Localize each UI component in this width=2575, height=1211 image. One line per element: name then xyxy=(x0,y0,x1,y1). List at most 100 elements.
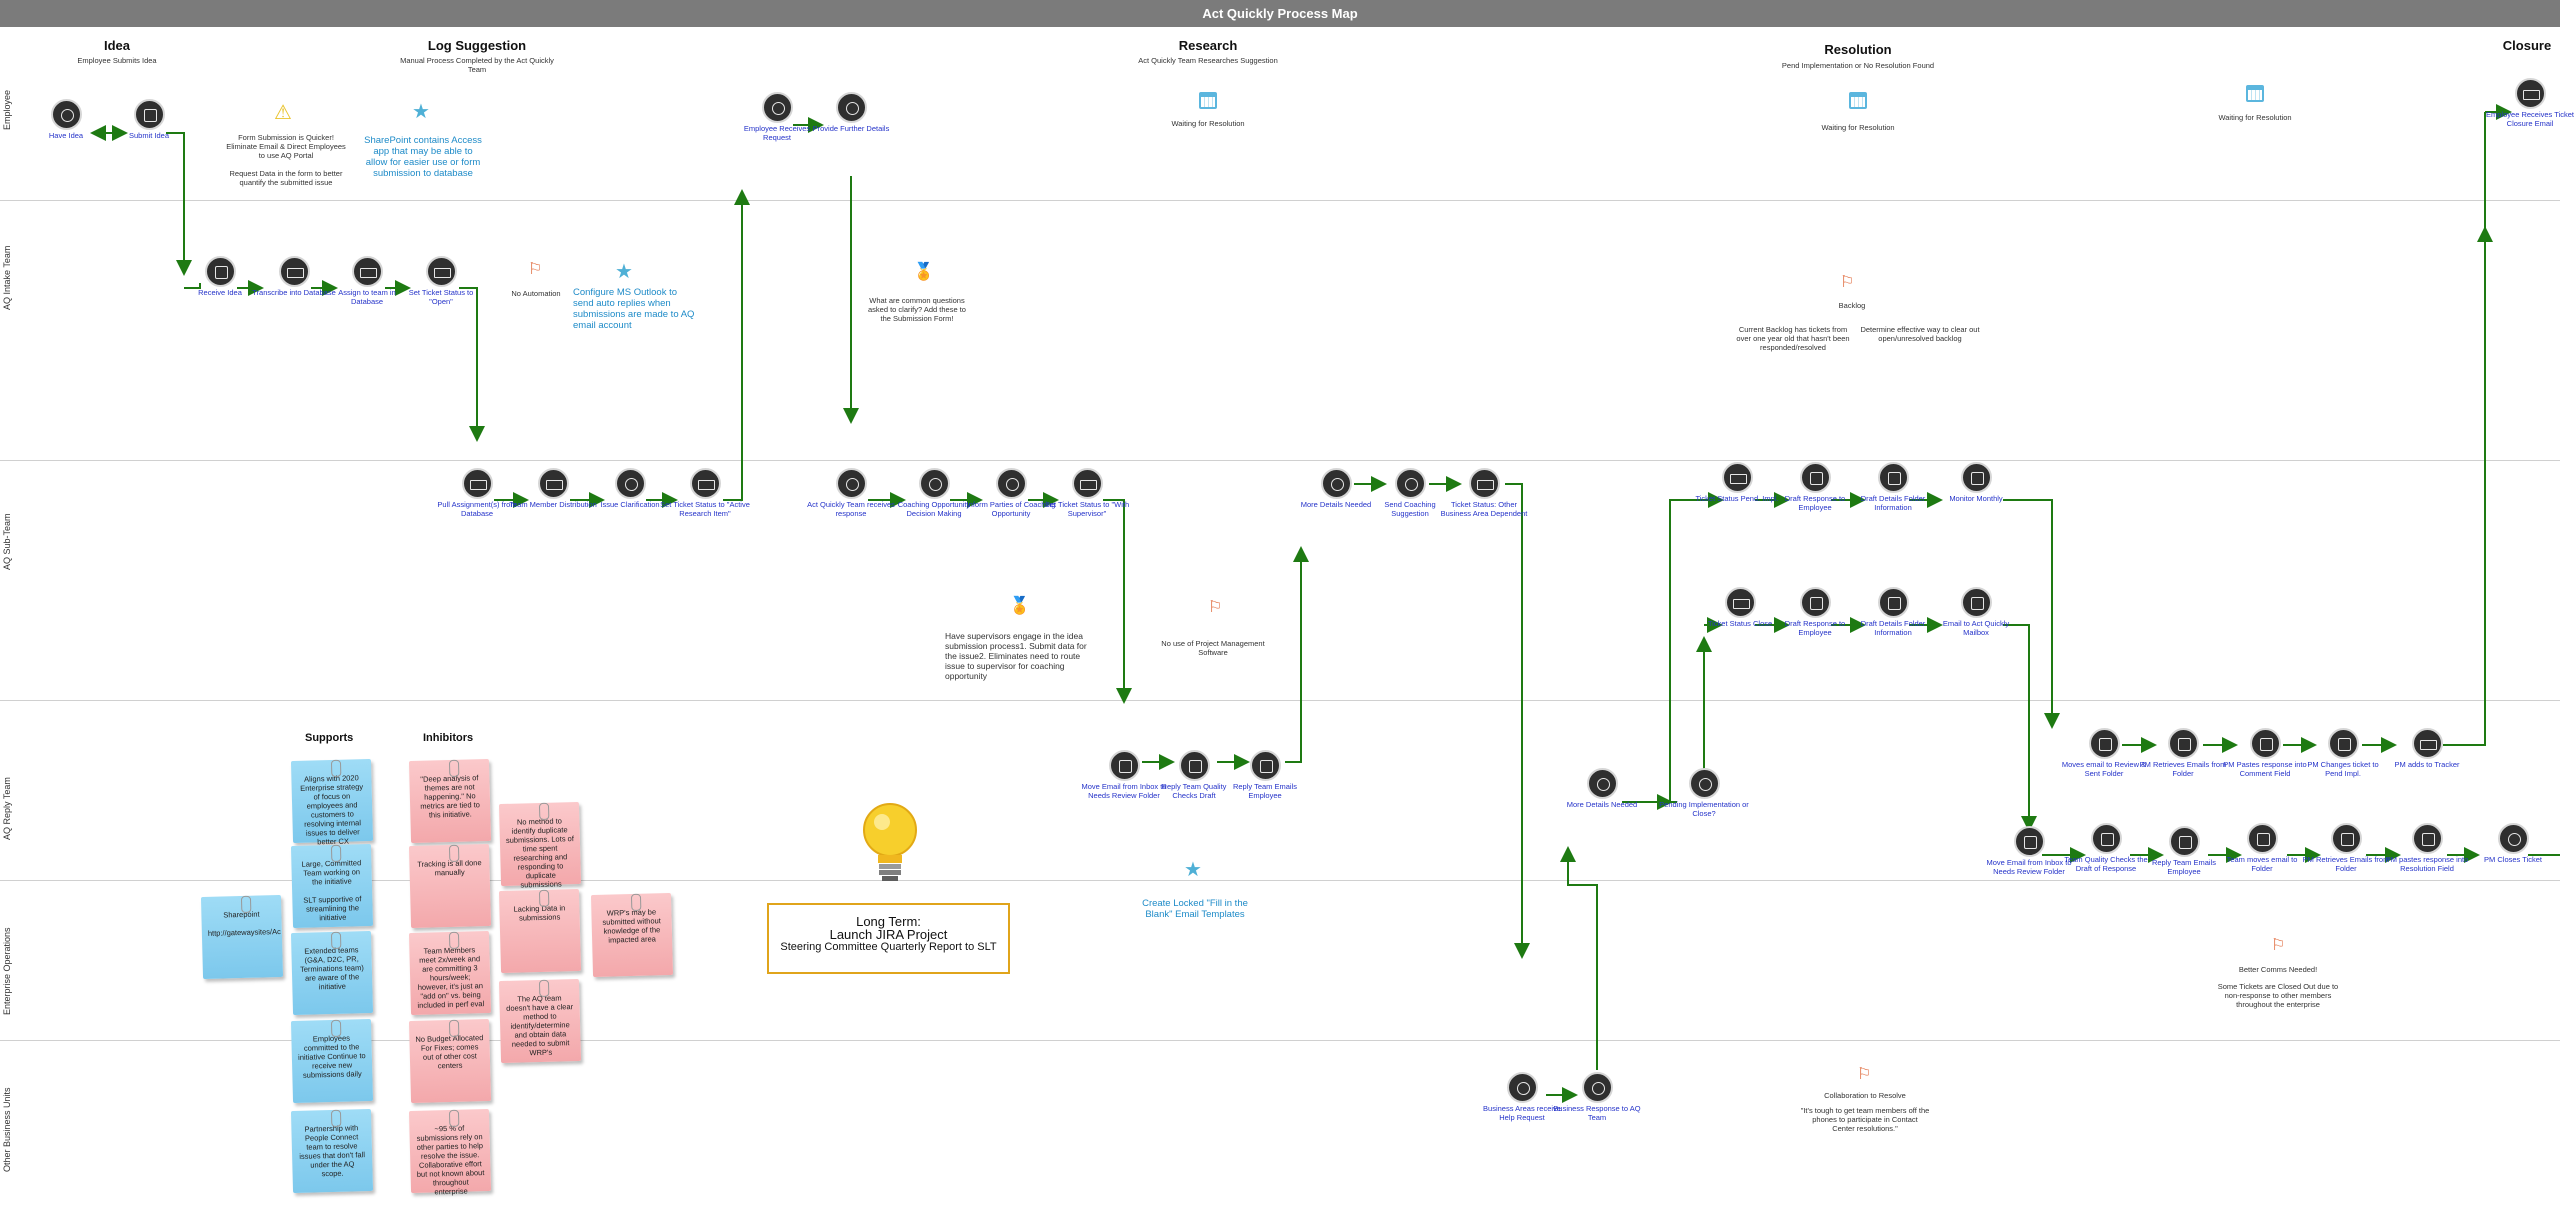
note-ms-outlook: Configure MS Outlook to send auto replie… xyxy=(573,287,695,331)
node-provide-further-details[interactable]: Provide Further Details xyxy=(806,92,896,134)
inhibitors-note: No Budget Allocated For Fixes; comes out… xyxy=(408,1018,492,1104)
node-coaching-decision[interactable]: Coaching Opportunity Decision Making xyxy=(889,468,979,518)
node-team-qc-draft[interactable]: Team Quality Checks the Draft of Respons… xyxy=(2061,823,2151,873)
node-reply-team-qc[interactable]: Reply Team Quality Checks Draft xyxy=(1149,750,1239,800)
node-more-details-needed-2[interactable]: More Details Needed xyxy=(1557,768,1647,810)
star-icon: ★ xyxy=(1184,859,1202,881)
node-moves-email-review[interactable]: Moves email to Review & Sent Folder xyxy=(2059,728,2149,778)
node-label: PM Changes ticket to Pend Impl. xyxy=(2307,760,2379,778)
node-reply-team-emails-2[interactable]: Reply Team Emails Employee xyxy=(2139,826,2229,876)
inhibitors-note: "Deep analysis of themes are not happeni… xyxy=(408,758,492,844)
note-collab-quote: "It's tough to get team members off the … xyxy=(1800,1106,1930,1133)
note-text: Large, Committed Team working on the ini… xyxy=(301,858,362,887)
phase-log-title: Log Suggestion xyxy=(427,38,527,53)
node-submit-idea[interactable]: Submit Idea xyxy=(104,99,194,141)
node-draft-details-2[interactable]: Draft Details Folder Information xyxy=(1848,587,1938,637)
lane-divider xyxy=(0,700,2560,701)
node-move-email-inbox-2[interactable]: Move Email from Inbox to Needs Review Fo… xyxy=(1984,826,2074,876)
node-pm-changes-ticket[interactable]: PM Changes ticket to Pend Impl. xyxy=(2298,728,2388,778)
node-ticket-other-ba[interactable]: Ticket Status: Other Business Area Depen… xyxy=(1439,468,1529,518)
sharepoint-link[interactable]: http://gatewaysites/Ac xyxy=(207,926,281,938)
note-request-data: Request Data in the form to better quant… xyxy=(229,169,343,187)
inhibitors-title: Inhibitors xyxy=(423,732,474,744)
node-set-supervisor[interactable]: Set Ticket Status to "With Supervisor" xyxy=(1042,468,1132,518)
node-pending-impl[interactable]: Pending Implementation or Close? xyxy=(1659,768,1749,818)
node-label: Reply Team Emails Employee xyxy=(1232,782,1298,800)
warning-icon: ⚠ xyxy=(274,102,292,124)
supports-note: Large, Committed Team working on the ini… xyxy=(290,843,374,929)
node-send-coaching[interactable]: Send Coaching Suggestion xyxy=(1365,468,1455,518)
node-employee-receives-request[interactable]: Employee Receives Request xyxy=(732,92,822,142)
calendar-icon xyxy=(1849,92,1867,109)
node-team-moves-email[interactable]: Team moves email to Folder xyxy=(2217,823,2307,873)
node-ba-response[interactable]: Business Response to AQ Team xyxy=(1552,1072,1642,1122)
node-pm-retrieves-1[interactable]: PM Retrieves Emails from Folder xyxy=(2138,728,2228,778)
note-text: WRP's may be submitted without knowledge… xyxy=(602,907,661,945)
node-label: Draft Response to Employee xyxy=(1784,619,1846,637)
node-pull-assignment[interactable]: Pull Assignment(s) from Database xyxy=(432,468,522,518)
note-backlog-2: Determine effective way to clear out ope… xyxy=(1860,325,1980,343)
edit-icon xyxy=(1960,587,1992,618)
node-set-active[interactable]: Set Ticket Status to "Active Research It… xyxy=(660,468,750,518)
node-aq-receives-response[interactable]: Act Quickly Team receives response xyxy=(806,468,896,518)
paperclip-icon xyxy=(330,1019,342,1038)
node-ticket-pend[interactable]: Ticket Status Pend. Impl. xyxy=(1692,462,1782,504)
node-inform-parties[interactable]: Inform Parties of Coaching Opportunity xyxy=(966,468,1056,518)
flag-icon: ⚐ xyxy=(1857,1066,1872,1083)
node-label: Employee Receives Request xyxy=(743,124,811,142)
node-label: Set Ticket Status to "Active Research It… xyxy=(660,500,750,518)
node-team-member-distribution[interactable]: Team Member Distribution xyxy=(508,468,598,510)
paperclip-icon xyxy=(330,1109,342,1128)
node-assign-team[interactable]: Assign to team in Database xyxy=(322,256,412,306)
node-draft-details-1[interactable]: Draft Details Folder Information xyxy=(1848,462,1938,512)
hand-icon xyxy=(1506,1072,1538,1103)
node-reply-team-emails[interactable]: Reply Team Emails Employee xyxy=(1220,750,1310,800)
node-draft-response-1[interactable]: Draft Response to Employee xyxy=(1770,462,1860,512)
long-term-line-1: Launch JIRA Project xyxy=(829,927,948,942)
node-move-email-inbox[interactable]: Move Email from Inbox to Needs Review Fo… xyxy=(1079,750,1169,800)
node-label: Receive Idea xyxy=(198,288,242,297)
inhibitors-note: No method to identify duplicate submissi… xyxy=(498,801,582,890)
keyboard-icon xyxy=(461,468,493,499)
note-waiting-2: Waiting for Resolution xyxy=(1821,123,1895,132)
paperclip-icon xyxy=(538,802,550,821)
node-receive-idea[interactable]: Receive Idea xyxy=(175,256,265,298)
edit-icon xyxy=(1178,750,1210,781)
node-ba-receive-help[interactable]: Business Areas receive Help Request xyxy=(1477,1072,1567,1122)
node-label: Ticket Status Close xyxy=(1707,619,1773,628)
node-label: Moves email to Review & Sent Folder xyxy=(2061,760,2147,778)
node-label: Team moves email to Folder xyxy=(2226,855,2298,873)
node-monitor-monthly[interactable]: Monitor Monthly xyxy=(1931,462,2021,504)
note-fill-blank: Create Locked "Fill in the Blank" Email … xyxy=(1142,898,1248,920)
lightbulb-icon xyxy=(50,99,82,130)
hand-icon xyxy=(1581,1072,1613,1103)
lightbulb-icon xyxy=(863,803,917,881)
node-label: Provide Further Details xyxy=(812,124,890,133)
keyboard-icon xyxy=(1468,468,1500,499)
node-pm-adds-tracker[interactable]: PM adds to Tracker xyxy=(2382,728,2472,770)
phase-idea-subtitle: Employee Submits Idea xyxy=(77,56,157,65)
node-pm-pastes-comment[interactable]: PM Pastes response into Comment Field xyxy=(2220,728,2310,778)
node-pm-closes[interactable]: PM Closes Ticket xyxy=(2468,823,2558,865)
node-transcribe[interactable]: Transcribe into Database xyxy=(249,256,339,298)
node-pm-pastes-resolution[interactable]: PM pastes response into Resolution Field xyxy=(2382,823,2472,873)
node-ticket-close[interactable]: Ticket Status Close xyxy=(1695,587,1785,629)
edit-icon xyxy=(1799,587,1831,618)
inbox-icon xyxy=(204,256,236,287)
edit-icon xyxy=(1108,750,1140,781)
info-icon xyxy=(1688,768,1720,799)
keyboard-icon xyxy=(1071,468,1103,499)
node-have-idea[interactable]: Have Idea xyxy=(21,99,111,141)
node-issue-clarification[interactable]: Issue Clarification xyxy=(585,468,675,510)
node-more-details-needed[interactable]: More Details Needed xyxy=(1291,468,1381,510)
note-sharepoint: SharePoint contains Access app that may … xyxy=(364,135,482,179)
node-email-aq-mailbox[interactable]: Email to Act Quickly Mailbox xyxy=(1931,587,2021,637)
page-title: Act Quickly Process Map xyxy=(0,0,2560,27)
node-draft-response-2[interactable]: Draft Response to Employee xyxy=(1770,587,1860,637)
node-employee-receives-closure[interactable]: Employee Receives Ticket Closure Email xyxy=(2485,78,2575,128)
node-pm-retrieves-2[interactable]: PM Retrieves Emails from Folder xyxy=(2301,823,2391,873)
phase-resolution-subtitle: Pend Implementation or No Resolution Fou… xyxy=(1781,61,1935,70)
node-label: Email to Act Quickly Mailbox xyxy=(1942,619,2010,637)
node-set-open[interactable]: Set Ticket Status to "Open" xyxy=(396,256,486,306)
